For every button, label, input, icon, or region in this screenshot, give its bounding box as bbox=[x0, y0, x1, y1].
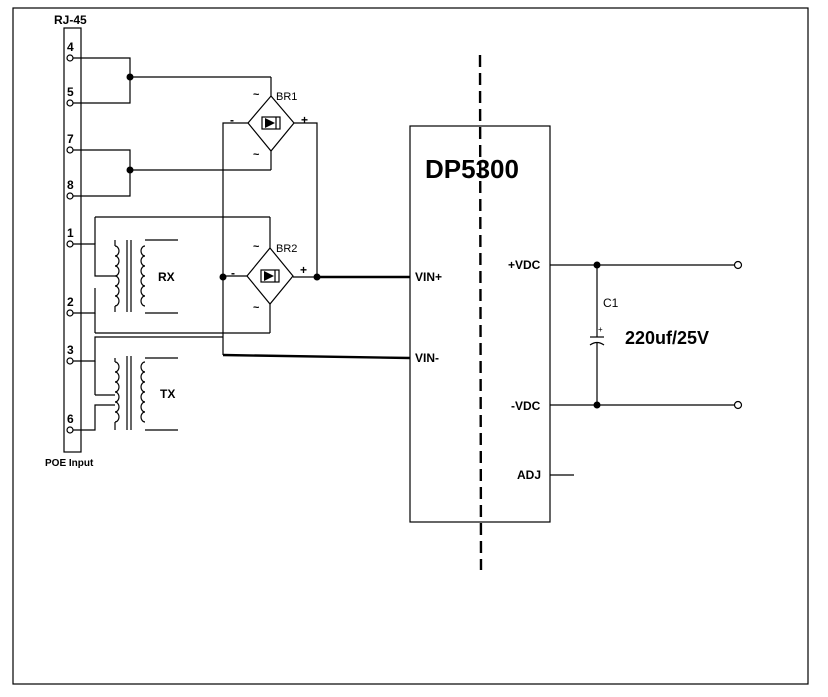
pin-terminal-3 bbox=[66, 357, 74, 365]
br1-plus: + bbox=[301, 113, 308, 127]
br2-label: BR2 bbox=[276, 243, 297, 255]
diode-triangle-icon bbox=[264, 271, 274, 281]
capacitor-ref: C1 bbox=[603, 296, 619, 310]
vdc-minus-terminal bbox=[733, 400, 743, 410]
vin-minus-label: VIN- bbox=[415, 351, 439, 365]
pin-terminal-7 bbox=[66, 146, 74, 154]
adj-label: ADJ bbox=[517, 468, 541, 482]
coil-icon bbox=[114, 361, 120, 423]
vdc-plus-label: +VDC bbox=[508, 258, 541, 272]
br2-minus: - bbox=[231, 266, 235, 280]
module-body bbox=[409, 125, 551, 523]
pin-label-1: 1 bbox=[67, 226, 74, 240]
output-network: + C1 220uf/25V bbox=[550, 260, 743, 410]
diode-triangle-icon bbox=[265, 118, 275, 128]
pin-label-5: 5 bbox=[67, 85, 74, 99]
br1-label: BR1 bbox=[276, 91, 297, 103]
connector-title: RJ-45 bbox=[54, 13, 87, 27]
coil-icon bbox=[140, 361, 146, 423]
br1-ac-bottom: ~ bbox=[253, 149, 260, 161]
module-name: DP5300 bbox=[425, 154, 519, 184]
rx-transformer: RX bbox=[73, 216, 270, 334]
pin-terminal-6 bbox=[66, 426, 74, 434]
coil-icon bbox=[140, 245, 146, 307]
dp5300-module: DP5300 VIN+ VIN- +VDC -VDC ADJ bbox=[409, 54, 574, 571]
tx-label: TX bbox=[160, 387, 175, 401]
pin-terminal-1 bbox=[66, 240, 74, 248]
br1-minus: - bbox=[230, 113, 234, 127]
vin-plus-label: VIN+ bbox=[415, 270, 442, 284]
bridge-rectifier-br2: BR2 ~ ~ - + bbox=[219, 217, 321, 333]
diode-icon bbox=[260, 269, 280, 283]
pin-terminal-8 bbox=[66, 192, 74, 200]
rj45-connector-body bbox=[63, 27, 82, 453]
pin-label-6: 6 bbox=[67, 412, 74, 426]
isolation-boundary bbox=[478, 54, 483, 571]
br2-ac-bottom: ~ bbox=[253, 302, 260, 314]
diode-icon bbox=[261, 116, 281, 130]
pin-label-3: 3 bbox=[67, 343, 74, 357]
vdc-plus-terminal bbox=[733, 260, 743, 270]
rx-label: RX bbox=[158, 270, 175, 284]
capacitor-curved-plate-icon bbox=[589, 341, 605, 346]
capacitor-value: 220uf/25V bbox=[625, 328, 709, 348]
pin-label-4: 4 bbox=[67, 40, 74, 54]
connector-pins: 4 5 7 8 1 2 3 6 bbox=[66, 40, 74, 434]
diagram-frame bbox=[12, 7, 809, 685]
pin-label-8: 8 bbox=[67, 178, 74, 192]
pin-terminal-5 bbox=[66, 99, 74, 107]
pin-terminal-2 bbox=[66, 309, 74, 317]
connector-caption: POE Input bbox=[45, 458, 94, 469]
br1-ac-top: ~ bbox=[253, 89, 260, 101]
pin-label-2: 2 bbox=[67, 295, 74, 309]
br2-plus: + bbox=[300, 263, 307, 277]
spare-pair-wiring bbox=[73, 57, 272, 197]
pin-terminal-4 bbox=[66, 54, 74, 62]
pin-label-7: 7 bbox=[67, 132, 74, 146]
tx-transformer: TX bbox=[73, 336, 223, 431]
capacitor-polarity: + bbox=[598, 325, 603, 334]
vdc-minus-label: -VDC bbox=[511, 399, 541, 413]
coil-icon bbox=[114, 245, 120, 307]
br2-ac-top: ~ bbox=[253, 241, 260, 253]
vin-minus-wire bbox=[222, 353, 411, 360]
